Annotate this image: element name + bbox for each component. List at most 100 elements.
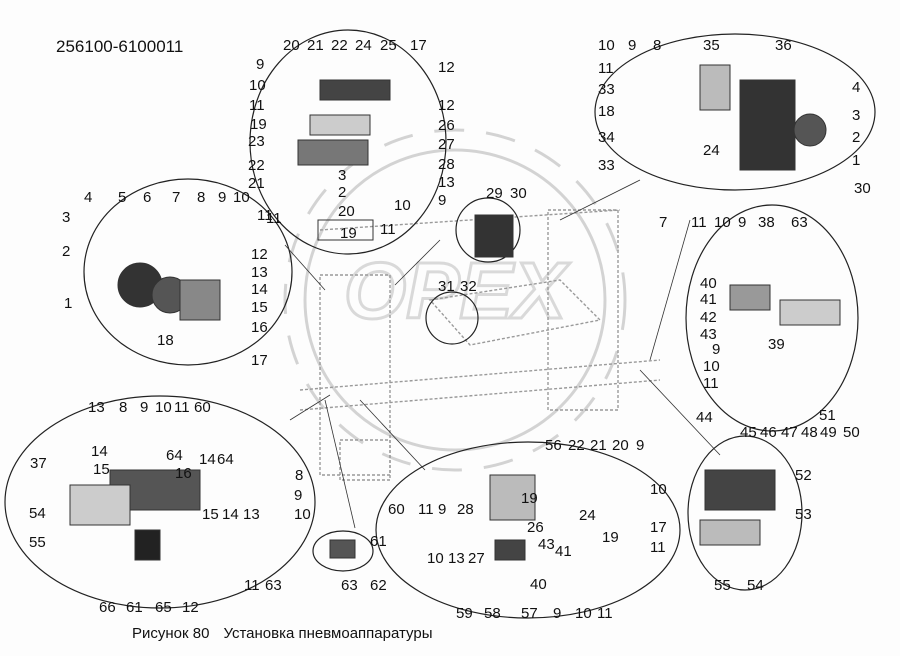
callout-number: 31 xyxy=(438,278,455,295)
callout-number: 59 xyxy=(456,605,473,622)
callout-number: 14 xyxy=(199,451,216,468)
callout-number: 27 xyxy=(438,136,455,153)
callout-number: 10 xyxy=(233,189,250,206)
callout-number: 11 xyxy=(703,375,719,392)
callout-number: 60 xyxy=(388,501,405,518)
callout-number: 17 xyxy=(650,519,667,536)
callout-number: 55 xyxy=(29,534,46,551)
callout-number: 33 xyxy=(598,157,615,174)
callout-number: 37 xyxy=(30,455,47,472)
callout-number: 18 xyxy=(157,332,174,349)
callout-number: 29 xyxy=(486,185,503,202)
callout-number: 15 xyxy=(202,506,219,523)
callout-number: 16 xyxy=(251,319,268,336)
callout-number: 54 xyxy=(29,505,46,522)
callout-number: 9 xyxy=(553,605,562,622)
callout-number: 20 xyxy=(338,203,355,220)
callout-number: 20 xyxy=(612,437,629,454)
callout-number: 64 xyxy=(166,447,183,464)
callout-number: 21 xyxy=(307,37,324,54)
callout-number: 11 xyxy=(249,97,265,114)
callout-number: 2 xyxy=(852,129,861,146)
callout-number: 43 xyxy=(700,326,717,343)
callout-number: 63 xyxy=(341,577,358,594)
callout-number: 9 xyxy=(438,501,447,518)
callout-number: 10 xyxy=(598,37,615,54)
callout-number: 42 xyxy=(700,309,717,326)
callout-number: 61 xyxy=(126,599,143,616)
callout-number: 17 xyxy=(410,37,427,54)
callout-number: 34 xyxy=(598,129,615,146)
callout-number: 48 xyxy=(801,424,818,441)
document-code: 256100-6100011 xyxy=(56,37,184,56)
callout-number: 15 xyxy=(251,299,268,316)
callout-number: 35 xyxy=(703,37,720,54)
figure-title: Установка пневмоаппаратуры xyxy=(223,625,433,642)
callout-number: 41 xyxy=(700,291,717,308)
callout-number: 11 xyxy=(598,60,614,77)
callout-number: 10 xyxy=(427,550,444,567)
callout-number: 45 xyxy=(740,424,757,441)
detail-ellipse-bottom-left xyxy=(4,395,316,609)
callout-number: 21 xyxy=(590,437,607,454)
callout-number: 27 xyxy=(468,550,485,567)
valve-part xyxy=(319,79,391,101)
callout-number: 63 xyxy=(265,577,282,594)
detail-ellipse-top xyxy=(249,29,447,255)
callout-number: 10 xyxy=(394,197,411,214)
callout-number: 30 xyxy=(854,180,871,197)
callout-number: 50 xyxy=(843,424,860,441)
callout-number: 11 xyxy=(650,539,666,556)
detail-ellipse-left xyxy=(83,178,293,366)
callout-number: 6 xyxy=(143,189,152,206)
callout-number: 10 xyxy=(294,506,311,523)
callout-number: 11 xyxy=(244,577,260,594)
callout-number: 26 xyxy=(438,117,455,134)
callout-number: 11 xyxy=(691,214,707,231)
battery-part xyxy=(704,469,776,511)
callout-number: 2 xyxy=(62,243,71,260)
callout-number: 40 xyxy=(530,576,547,593)
callout-number: 8 xyxy=(197,189,206,206)
callout-number: 10 xyxy=(703,358,720,375)
callout-number: 3 xyxy=(62,209,71,226)
callout-number: 14 xyxy=(251,281,268,298)
callout-number: 20 xyxy=(283,37,300,54)
callout-number: 53 xyxy=(795,506,812,523)
figure-number: Рисунок 80 xyxy=(132,625,210,642)
callout-number: 19 xyxy=(521,490,538,507)
callout-number: 40 xyxy=(700,275,717,292)
callout-number: 57 xyxy=(521,605,538,622)
callout-number: 9 xyxy=(738,214,747,231)
detail-ellipse-small xyxy=(312,530,374,572)
leader-lines xyxy=(284,179,721,529)
callout-number: 26 xyxy=(527,519,544,536)
callout-number: 11 xyxy=(418,501,434,518)
callout-number: 65 xyxy=(155,599,172,616)
callout-number: 16 xyxy=(175,465,192,482)
callout-number: 58 xyxy=(484,605,501,622)
callout-number: 13 xyxy=(243,506,260,523)
callout-number: 54 xyxy=(747,577,764,594)
callout-number: 25 xyxy=(380,37,397,54)
callout-number: 13 xyxy=(438,174,455,191)
callout-number: 52 xyxy=(795,467,812,484)
callout-number: 51 xyxy=(819,407,836,424)
callout-number: 36 xyxy=(775,37,792,54)
detail-ellipses xyxy=(4,29,876,619)
callout-number: 11 xyxy=(597,605,613,622)
callout-number: 12 xyxy=(438,97,455,114)
detail-ellipse-bottom-right xyxy=(687,435,803,591)
callout-number: 28 xyxy=(457,501,474,518)
callout-number: 28 xyxy=(438,156,455,173)
callout-number: 12 xyxy=(438,59,455,76)
callout-number: 39 xyxy=(768,336,785,353)
callout-number: 9 xyxy=(438,192,447,209)
callout-number: 33 xyxy=(598,81,615,98)
callout-number: 44 xyxy=(696,409,713,426)
callout-number: 30 xyxy=(510,185,527,202)
callout-number: 14 xyxy=(222,506,239,523)
callout-number: 9 xyxy=(628,37,637,54)
callout-number: 49 xyxy=(820,424,837,441)
central-frame xyxy=(299,209,661,481)
